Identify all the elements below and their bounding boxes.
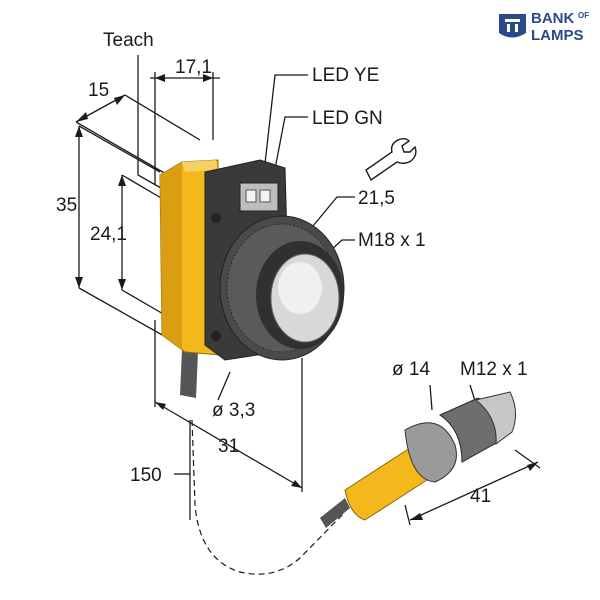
label-dim-24-1: 24,1 xyxy=(90,224,127,245)
label-connector-thread: M12 x 1 xyxy=(460,359,528,380)
bank-of-lamps-logo: BANK OF LAMPS xyxy=(499,10,589,44)
brand-line1: BANK xyxy=(531,10,574,27)
dimension-arrows xyxy=(75,74,538,520)
led-window xyxy=(239,182,279,212)
label-teach: Teach xyxy=(103,30,154,51)
sensor-body xyxy=(159,159,345,398)
cable-length-path xyxy=(191,419,346,575)
label-dim-41: 41 xyxy=(470,486,491,507)
label-dim-35: 35 xyxy=(56,195,77,216)
label-wrench-size: 21,5 xyxy=(358,188,395,209)
connector xyxy=(320,391,516,528)
label-led-gn: LED GN xyxy=(312,108,383,129)
wrench-icon xyxy=(365,138,417,182)
label-thread-main: M18 x 1 xyxy=(358,230,426,251)
label-dim-17-1: 17,1 xyxy=(175,57,212,78)
brand-line2: LAMPS xyxy=(531,27,584,44)
label-led-ye: LED YE xyxy=(312,65,379,86)
label-dim-31: 31 xyxy=(218,436,239,457)
label-diameter-cable: ø 3,3 xyxy=(212,400,255,421)
label-connector-diameter: ø 14 xyxy=(392,359,430,380)
brand-line1-small: OF xyxy=(578,11,589,20)
label-dim-15: 15 xyxy=(88,80,109,101)
label-dim-150: 150 xyxy=(130,465,162,486)
